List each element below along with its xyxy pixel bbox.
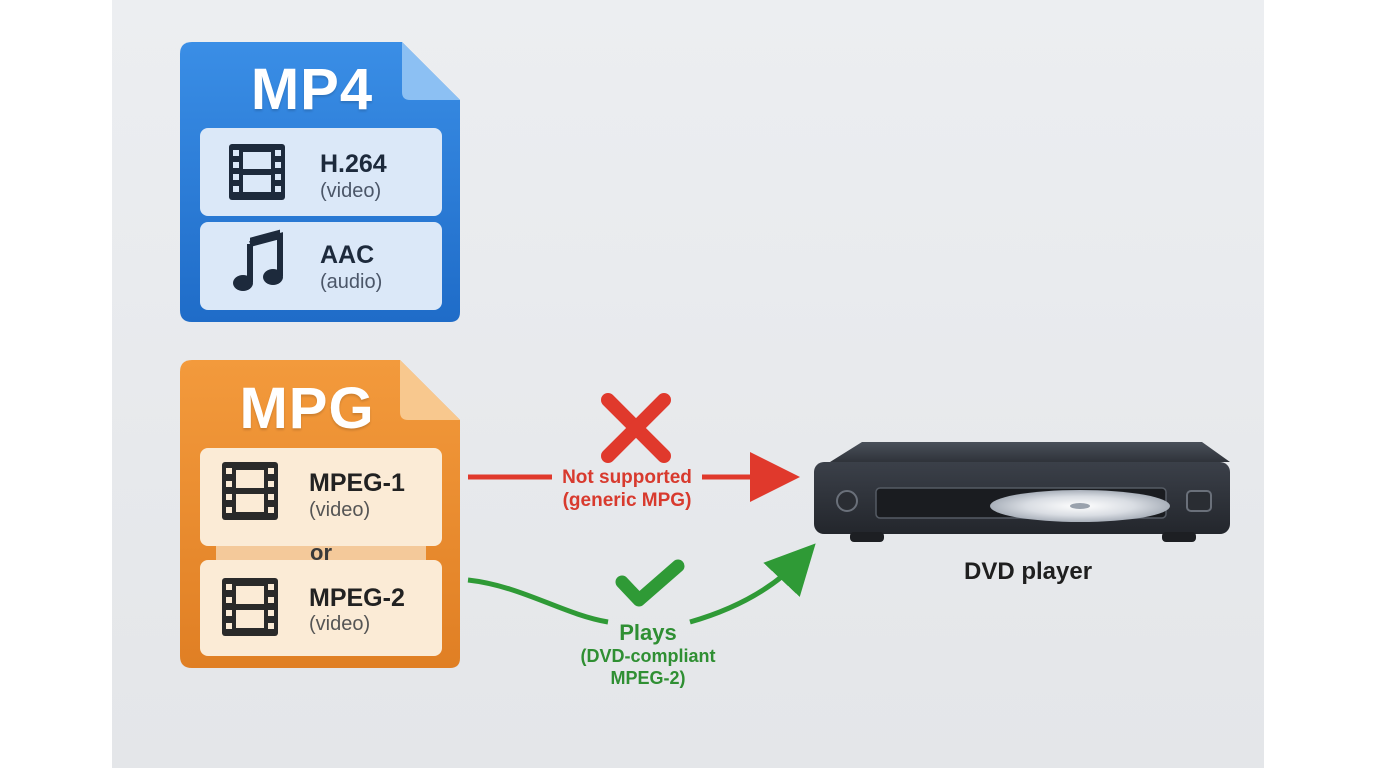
- film-icon: [222, 578, 278, 636]
- or-separator: or: [310, 540, 332, 565]
- mpg-mpeg1-type: (video): [309, 499, 371, 521]
- mp4-file-title: MP4: [250, 57, 374, 122]
- dvd-player-label: DVD player: [964, 558, 1093, 585]
- supported-line2: (DVD-compliant: [580, 646, 716, 667]
- mp4-video-codec: H.264: [320, 150, 387, 178]
- mpg-mpeg2-codec: MPEG-2: [309, 584, 405, 612]
- diagram-art: [180, 42, 1230, 668]
- check-icon: [615, 559, 685, 607]
- film-icon: [222, 462, 278, 520]
- supported-line3: MPEG-2): [610, 667, 686, 688]
- music-note-icon: [233, 229, 283, 291]
- cross-icon: [601, 393, 671, 463]
- film-icon: [229, 144, 285, 200]
- unsupported-label: Not supported (generic MPG): [548, 467, 706, 513]
- dvd-player-icon: [814, 442, 1230, 542]
- mpg-mpeg1-codec: MPEG-1: [309, 469, 405, 497]
- supported-label: Plays (DVD-compliant MPEG-2): [558, 620, 738, 690]
- mp4-audio-codec: AAC: [320, 241, 375, 269]
- mp4-video-type: (video): [320, 180, 382, 202]
- mpg-mpeg2-type: (video): [309, 613, 371, 635]
- diagram-canvas: MP4 H.264 (video) AAC (audio) MPG MPEG-1…: [112, 0, 1264, 768]
- unsupported-line2: (generic MPG): [562, 489, 692, 511]
- supported-line1: Plays: [619, 620, 677, 645]
- supported-arrow: [467, 543, 816, 625]
- mp4-audio-type: (audio): [320, 271, 383, 293]
- unsupported-line1: Not supported: [562, 467, 692, 488]
- mpg-file-title: MPG: [239, 376, 375, 441]
